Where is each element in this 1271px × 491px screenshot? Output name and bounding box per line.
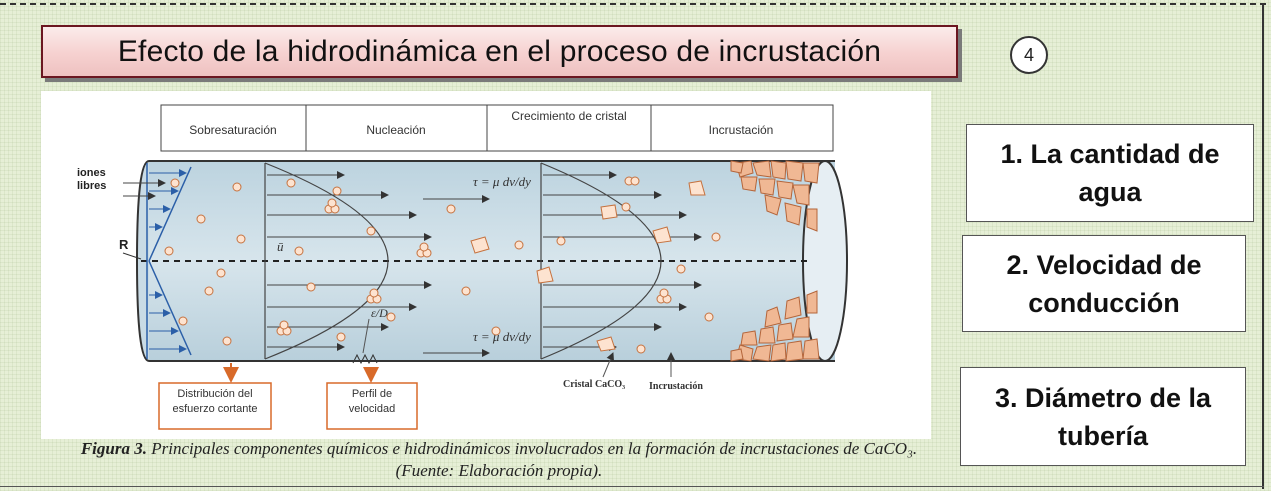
velocity-profile-1	[264, 162, 432, 360]
stage-label-3: Crecimiento de cristal	[511, 109, 627, 123]
pipe-diagram: Sobresaturación Nucleación Crecimiento d…	[41, 91, 931, 439]
diagram-labels: iones libres R ū τ = μ dv/dy τ = μ dv/dy…	[77, 167, 703, 392]
bottom-border	[0, 486, 1264, 487]
factor-3-text: 3. Diámetro de la tubería	[994, 382, 1212, 451]
shear-bottom-label: τ = μ dv/dy	[473, 329, 531, 344]
stage-label-2: Nucleación	[366, 123, 425, 137]
callout-2-wrap: Perfil de velocidad	[348, 388, 396, 415]
incrustation-label: Incrustación	[649, 381, 703, 392]
callout-shear: Distribución del esfuerzo cortante	[172, 388, 258, 415]
pipe	[135, 160, 848, 362]
pipe-diagram-svg: Sobresaturación Nucleación Crecimiento d…	[77, 104, 848, 430]
caption-text: Principales componentes químicos e hidro…	[151, 439, 918, 480]
ions-label-wrap: iones libres	[77, 167, 107, 192]
callout-1-wrap: Distribución del esfuerzo cortante	[172, 388, 258, 415]
top-border	[0, 3, 1266, 5]
ions-label: iones libres	[77, 167, 107, 192]
stage-label-1: Sobresaturación	[189, 123, 276, 137]
mean-velocity-label: ū	[277, 239, 284, 254]
factor-2-box: 2. Velocidad de conducción	[962, 235, 1246, 332]
roughness-zigzag	[352, 353, 378, 365]
roughness-label: ε/D	[371, 306, 388, 320]
factor-1-box: 1. La cantidad de agua	[966, 124, 1254, 222]
stage-label-3-wrap: Crecimiento de cristal	[511, 109, 627, 123]
crystal-label: Cristal CaCO₃	[563, 379, 625, 390]
callouts: Distribución del esfuerzo cortante Perfi…	[158, 363, 418, 430]
scale-deposits	[730, 160, 820, 362]
factor-2-text: 2. Velocidad de conducción	[1006, 249, 1202, 318]
ion-particles	[164, 176, 721, 354]
slide-title: Efecto de la hidrodinámica en el proceso…	[41, 25, 958, 78]
pipe-end	[802, 160, 848, 362]
factor-3-box: 3. Diámetro de la tubería	[960, 367, 1246, 466]
stage-label-4: Incrustación	[709, 123, 774, 137]
shear-top-label: τ = μ dv/dy	[473, 174, 531, 189]
caption-label: Figura 3.	[80, 439, 147, 458]
radius-label: R	[119, 237, 129, 252]
right-border	[1262, 3, 1264, 489]
figure-caption: Figura 3. Principales componentes químic…	[60, 438, 938, 482]
factor-1-text: 1. La cantidad de agua	[1000, 139, 1220, 207]
callout-velocity: Perfil de velocidad	[348, 388, 396, 415]
page-number-badge: 4	[1010, 36, 1048, 74]
stage-header: Sobresaturación Nucleación Crecimiento d…	[160, 104, 834, 152]
